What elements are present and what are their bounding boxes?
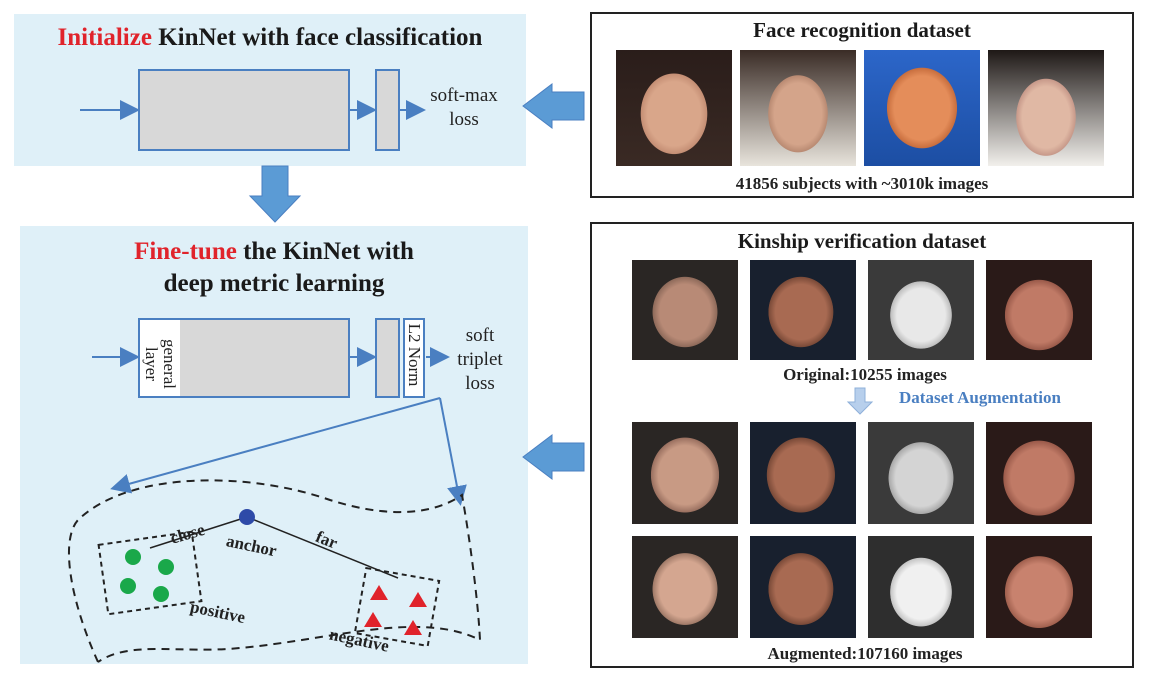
finetune-highlight: Fine-tune — [134, 238, 237, 265]
kin-original-2 — [750, 260, 856, 360]
kin-augmented-3a — [868, 422, 974, 524]
cnn-block-bottom — [138, 318, 350, 398]
negative-label: negative — [328, 625, 392, 656]
augmented-caption: Augmented:107160 images — [767, 644, 963, 663]
initialize-title: Initialize KinNet with face classificati… — [14, 24, 526, 52]
face-dataset-caption: 41856 subjects with ~3010k images — [735, 174, 989, 193]
kin-augmented-1b — [632, 536, 738, 638]
augmentation-label: Dataset Augmentation — [899, 388, 1061, 407]
finetune-title-rest2: deep metric learning — [163, 270, 385, 297]
negative-sample-3 — [364, 612, 382, 627]
original-caption: Original:10255 images — [783, 365, 947, 384]
l2-norm-box — [403, 318, 425, 398]
triplet-loss-line3: loss — [465, 373, 495, 394]
face-image-4 — [988, 50, 1104, 166]
negative-sample-1 — [370, 585, 388, 600]
anchor-label: anchor — [225, 531, 279, 560]
initialize-title-rest: KinNet with face classification — [151, 24, 483, 51]
positive-sample-1 — [125, 549, 141, 565]
kin-augmented-4a — [986, 422, 1092, 524]
negative-sample-4 — [404, 620, 422, 635]
positive-sample-3 — [120, 578, 136, 594]
augmentation-arrow — [846, 387, 874, 415]
close-link — [149, 516, 248, 549]
kin-augmented-3b — [868, 536, 974, 638]
triplet-loss-line2: triplet — [457, 349, 503, 370]
kin-original-4 — [986, 260, 1092, 360]
positive-group-box — [97, 530, 203, 616]
positive-label: positive — [189, 597, 248, 627]
fc-layer-bottom — [375, 318, 400, 398]
finetune-title: Fine-tune the KinNet with deep metric le… — [20, 236, 528, 300]
left-block-arrow-bottom — [522, 433, 585, 481]
triplet-loss-line1: soft — [465, 325, 495, 346]
kin-augmented-2b — [750, 536, 856, 638]
metric-space-sheet — [68, 479, 482, 663]
down-block-arrow — [248, 165, 302, 223]
face-dataset-title: Face recognition dataset — [753, 18, 971, 42]
anchor-point — [239, 509, 255, 525]
softmax-loss-label: soft-max loss — [414, 84, 514, 132]
positive-sample-4 — [153, 586, 169, 602]
far-label: far — [313, 527, 341, 553]
face-image-2 — [740, 50, 856, 166]
kin-original-1 — [632, 260, 738, 360]
initialize-highlight: Initialize — [57, 24, 152, 51]
kin-augmented-1a — [632, 422, 738, 524]
close-label: close — [168, 520, 207, 548]
left-block-arrow-top — [522, 82, 585, 130]
kinship-dataset-title: Kinship verification dataset — [737, 229, 987, 253]
far-link — [246, 516, 399, 579]
face-image-3 — [864, 50, 980, 166]
kin-augmented-4b — [986, 536, 1092, 638]
negative-sample-2 — [409, 592, 427, 607]
negative-group-box — [353, 566, 441, 648]
finetune-title-rest1: the KinNet with — [236, 238, 414, 265]
face-image-1 — [616, 50, 732, 166]
cnn-block-top — [138, 69, 350, 151]
kin-augmented-2a — [750, 422, 856, 524]
projection-line-left — [110, 397, 441, 494]
positive-sample-2 — [158, 559, 174, 575]
kin-original-3 — [868, 260, 974, 360]
softmax-loss-line2: loss — [449, 109, 479, 130]
triplet-loss-label: soft triplet loss — [440, 324, 520, 396]
softmax-loss-line1: soft-max — [430, 85, 498, 106]
projection-line-right — [439, 397, 467, 506]
